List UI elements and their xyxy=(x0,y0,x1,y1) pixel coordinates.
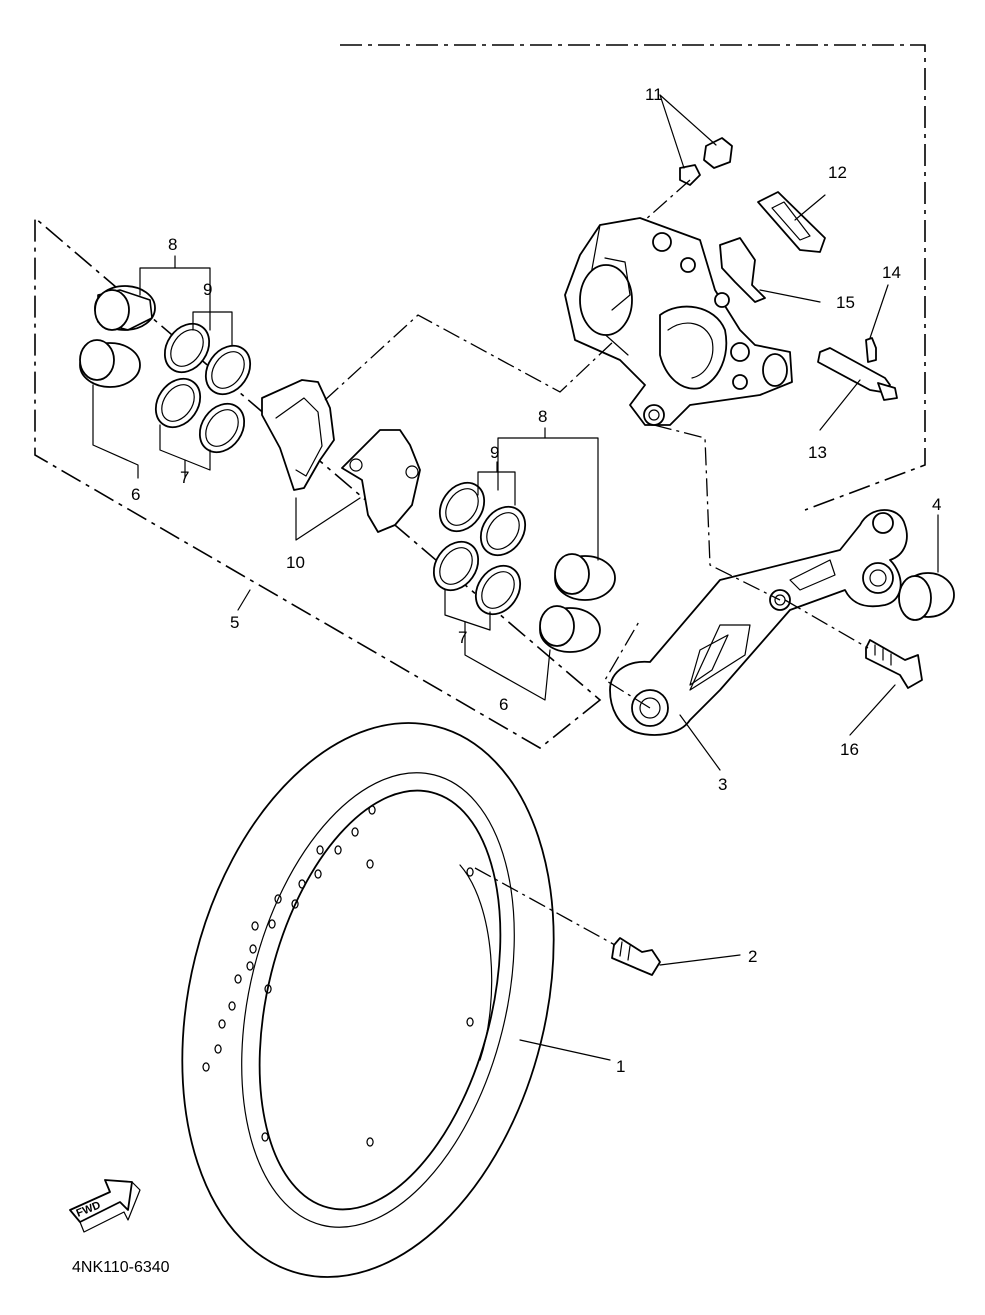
callout-5: 5 xyxy=(230,613,239,632)
callout-10: 10 xyxy=(286,553,305,572)
callout-9-left: 9 xyxy=(203,280,212,299)
pad-cover xyxy=(757,191,826,253)
callout-14: 14 xyxy=(882,263,901,282)
bleed-screw xyxy=(659,94,733,186)
bracket-lower-chain xyxy=(604,619,651,709)
right-piston-group xyxy=(432,427,616,701)
callout-11: 11 xyxy=(645,85,663,104)
diagram-code: 4NK110-6340 xyxy=(72,1259,170,1276)
callout-16: 16 xyxy=(840,740,859,759)
leader-lines xyxy=(237,514,939,1061)
piston-upper-left xyxy=(94,285,156,331)
callout-7-right: 7 xyxy=(458,628,467,647)
pad-pin xyxy=(817,284,898,431)
callout-8-left: 8 xyxy=(168,235,177,254)
collar xyxy=(898,572,955,621)
callout-15: 15 xyxy=(836,293,855,312)
callout-7-left: 7 xyxy=(180,468,189,487)
brake-pads xyxy=(261,379,421,541)
bracket-to-bolt-chain xyxy=(784,599,869,649)
callout-labels: 1 2 3 4 5 6 6 7 7 8 8 9 9 10 11 12 13 14… xyxy=(131,85,941,1076)
left-piston-group xyxy=(79,255,252,479)
forward-arrow: FWD xyxy=(69,1179,141,1233)
caliper-to-bracket-chain xyxy=(653,424,781,601)
callout-1: 1 xyxy=(616,1057,625,1076)
piston-lower-left xyxy=(79,339,141,388)
callout-12: 12 xyxy=(828,163,847,182)
caliper-bracket xyxy=(609,509,908,736)
callout-13: 13 xyxy=(808,443,827,462)
disc-bolt xyxy=(611,937,661,976)
callout-9-right: 9 xyxy=(490,443,499,462)
callout-6-right: 6 xyxy=(499,695,508,714)
seals-lower-left xyxy=(154,377,246,454)
callout-6-left: 6 xyxy=(131,485,140,504)
callout-8-right: 8 xyxy=(538,407,547,426)
pad-to-caliper-chain xyxy=(324,314,616,401)
brake-disc xyxy=(181,722,555,1278)
seals-upper-left xyxy=(163,322,252,396)
callout-3: 3 xyxy=(718,775,727,794)
caliper-body xyxy=(564,217,793,426)
callout-2: 2 xyxy=(748,947,757,966)
disc-bolt-chain xyxy=(474,867,616,946)
bleed-screw-chain xyxy=(644,179,691,221)
pad-spring xyxy=(719,237,821,303)
callout-4: 4 xyxy=(932,495,941,514)
disc-holes xyxy=(202,805,474,1147)
caliper-bolt xyxy=(865,639,923,689)
